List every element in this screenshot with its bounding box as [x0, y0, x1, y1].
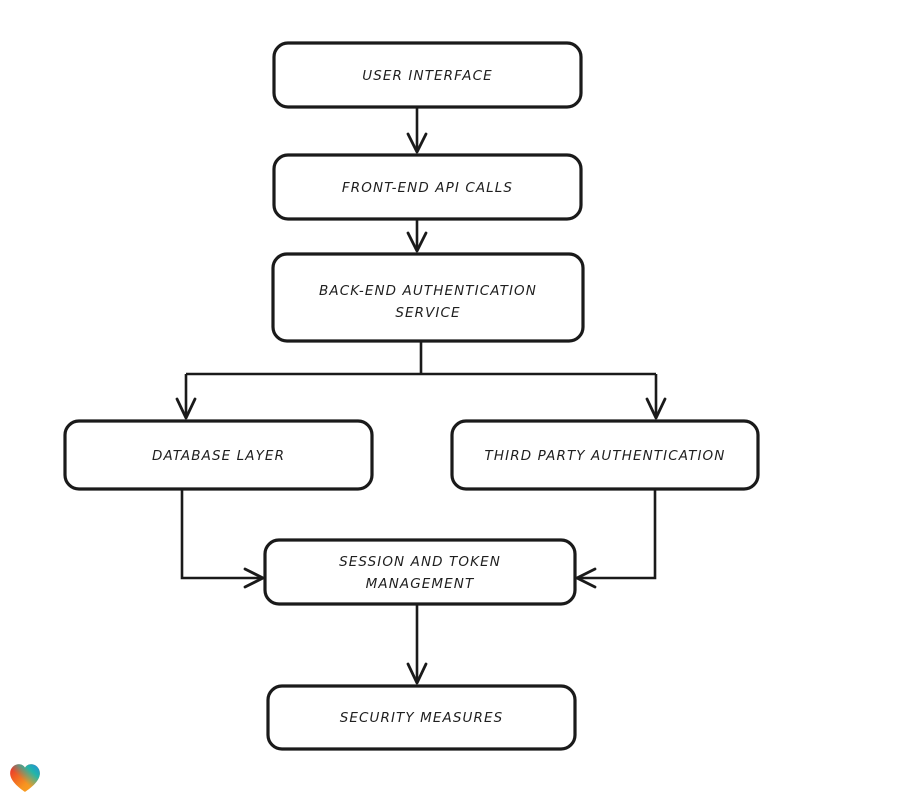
edge-backend-split — [175, 341, 667, 420]
node-box-security-measures — [266, 684, 577, 751]
node-security-measures[interactable]: SECURITY MEASURES — [266, 684, 577, 751]
node-label-session-and-token-management-line2: MANAGEMENT — [366, 576, 475, 592]
node-box-front-end-api-calls — [272, 153, 583, 221]
heart-logo-icon — [10, 764, 40, 792]
edge-api-to-backend — [406, 219, 428, 253]
node-database-layer[interactable]: DATABASE LAYER — [63, 419, 374, 491]
node-back-end-authentication-service[interactable]: BACK-END AUTHENTICATION SERVICE — [271, 252, 585, 343]
node-box-third-party-authentication — [450, 419, 760, 491]
edge-database-to-session — [180, 489, 265, 589]
node-front-end-api-calls[interactable]: FRONT-END API CALLS — [272, 153, 583, 221]
node-label-security-measures: SECURITY MEASURES — [340, 710, 504, 726]
heart-shape-overlay — [10, 764, 40, 792]
edge-ui-to-api — [406, 107, 428, 154]
edge-thirdparty-to-session — [575, 489, 657, 589]
node-third-party-authentication[interactable]: THIRD PARTY AUTHENTICATION — [450, 419, 760, 491]
node-label-session-and-token-management-line1: SESSION AND TOKEN — [339, 554, 501, 570]
node-label-back-end-authentication-service-line1: BACK-END AUTHENTICATION — [319, 283, 537, 299]
node-box-back-end-authentication-service — [271, 252, 585, 343]
node-user-interface[interactable]: USER INTERFACE — [272, 41, 583, 109]
node-box-user-interface — [272, 41, 583, 109]
node-label-database-layer: DATABASE LAYER — [152, 448, 285, 464]
node-session-and-token-management[interactable]: SESSION AND TOKEN MANAGEMENT — [263, 538, 577, 606]
node-label-third-party-authentication: THIRD PARTY AUTHENTICATION — [485, 448, 726, 464]
node-box-database-layer — [63, 419, 374, 491]
node-label-front-end-api-calls: FRONT-END API CALLS — [342, 180, 513, 196]
node-label-back-end-authentication-service-line2: SERVICE — [395, 305, 460, 321]
edge-session-to-security — [406, 604, 428, 685]
node-box-session-and-token-management — [263, 538, 577, 606]
node-label-user-interface: USER INTERFACE — [362, 68, 492, 84]
